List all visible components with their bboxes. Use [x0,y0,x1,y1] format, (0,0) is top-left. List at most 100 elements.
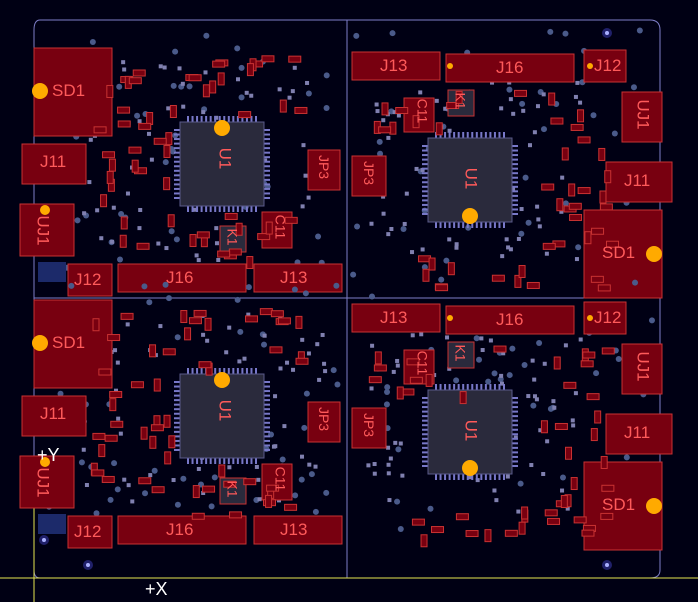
pad [256,477,261,482]
panel1-passive [568,202,582,210]
panel1-u1-pin [453,132,456,138]
panel0-u1-pin [174,197,180,199]
panel0-u1-pin [264,151,270,154]
pad [300,454,305,459]
pad [166,106,171,111]
panel1-u1-pin [512,208,518,211]
pad [541,471,546,476]
pad [164,246,169,251]
panel3-u1-pin [457,474,460,480]
pad [532,377,537,382]
panel0-passive [128,77,142,85]
panel2-u1-pin [232,368,235,374]
pad [271,444,276,449]
panel3-k1-body [447,341,475,369]
panel2-passive [269,346,283,354]
pad [110,239,115,244]
pad [111,205,116,210]
pad [538,428,543,433]
panel0-u1-pin [236,116,239,122]
panel3-passive [600,455,608,469]
panel1-u1-pin [422,208,428,211]
pad [236,77,241,82]
panel1-u1-pin [457,132,460,138]
panel0-u1-pin1 [214,120,230,136]
pad [574,257,579,262]
panel2-passive [218,464,226,478]
pad [542,361,547,366]
panel0-u1-pin [264,129,270,131]
panel3-passive [601,484,615,492]
pad [535,104,540,109]
panel0-passive [209,80,217,94]
via [291,286,298,293]
panel0-u1-pin [223,206,226,212]
pad [447,237,452,242]
via [298,476,305,483]
via [559,474,566,481]
pad [419,332,424,337]
panel0-u1-pin [174,156,180,159]
pad [560,488,565,493]
panel1-passive [570,123,584,131]
panel1-u1-pin [512,154,518,157]
panel2-uj1-pin1 [40,457,50,467]
panel3-passive [554,422,568,430]
panel2-u1-pin [174,399,180,402]
panel3-u1-pin [480,474,483,480]
panel1-u1-pin [512,203,518,206]
panel2-passive [98,444,106,458]
panel2-u1-pin [232,458,235,464]
pad [375,109,380,114]
panel2-passive [202,485,216,493]
pad [573,94,578,99]
panel1-u1-pin [422,203,428,206]
panel0-u1-pin [174,142,180,145]
pad [516,236,521,241]
via [368,293,375,300]
panel0-u1-pin [264,187,270,190]
panel2-u1-pin [223,368,226,374]
panel1-passive [428,257,436,271]
panel1-passive [518,264,526,278]
panel1-passive [412,115,420,129]
panel3-u1-pin [448,384,451,390]
pad [488,338,493,343]
panel2-passive [140,426,148,440]
pad [277,87,282,92]
panel2-passive [109,390,123,398]
via [173,236,180,243]
panel2-passive [180,310,188,324]
panel1-u1-pin [512,199,518,202]
panel0-passive [261,55,275,63]
pad [532,394,537,399]
via [522,174,529,181]
panel3-passive [420,534,428,548]
panel0-u1-pin [264,183,270,186]
panel2-u1-pin [214,458,217,464]
pad [216,257,221,262]
panel0-u1-pin [245,116,248,122]
panel2-u1-pin [174,439,180,442]
via [303,390,310,397]
panel2-u1-pin [174,408,180,411]
pad [410,250,415,255]
via [323,72,330,79]
panel1-u1-pin [462,222,465,228]
panel2-passive [98,368,112,376]
pad [246,312,251,317]
via [334,381,341,388]
panel0-u1-pin [214,206,217,212]
via [170,82,177,89]
pad [372,471,377,476]
x-axis-label: +X [145,579,168,599]
pad [374,102,379,107]
panel0-u1-pin [174,192,180,195]
panel0-passive [136,242,150,250]
panel0-u1-pin [174,138,180,141]
pad [282,424,287,429]
via [506,86,513,93]
panel3-u1-pin [512,442,518,445]
